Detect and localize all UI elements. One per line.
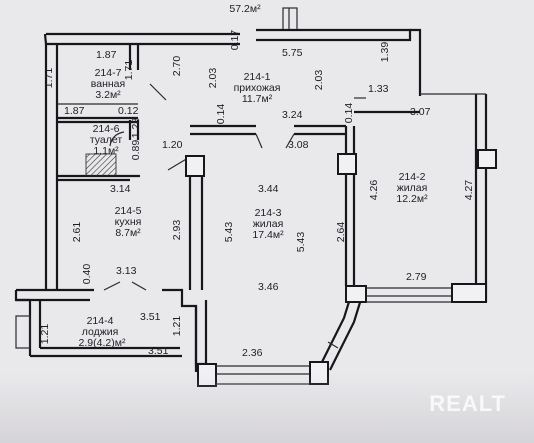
dim-label: 2.61 [71,222,83,243]
room-number: 214-2 [399,171,426,183]
room-area: 12.2м² [396,193,428,205]
bay-walls [194,283,487,387]
dim-label: 2.70 [171,56,183,77]
room-214-2: 214-2 жилая 12.2м² [396,171,428,205]
dim-label: 5.75 [282,47,303,59]
photo-shade [0,373,534,443]
room-name: жилая [253,218,284,230]
dim-label: 2.03 [313,70,325,91]
room-214-4: 214-4 лоджия 2.9(4.2)м² [79,315,126,349]
dim-label: 0.40 [81,264,93,285]
room-area: 3.2м² [95,89,121,101]
dim-label: 0.14 [343,103,355,124]
dim-label: 1.33 [368,83,389,95]
room-area: 8.7м² [115,227,141,239]
dim-label: 4.26 [368,180,380,201]
vent-shaft [282,7,298,31]
room-area: 1.1м² [93,145,119,157]
dim-label: 1.21 [171,316,183,337]
room-name: ванная [91,78,125,90]
dim-label: 1.20 [162,139,183,151]
dim-label: 1.28 [130,118,142,139]
room-name: прихожая [234,82,281,94]
dim-label: 3.51 [140,311,161,323]
dim-label: 2.03 [207,68,219,89]
room-area: 11.7м² [242,93,273,105]
dim-label: 0.17 [229,30,241,51]
interior-walls [15,44,497,349]
room-name: кухня [115,216,142,228]
dim-label: 3.08 [288,139,309,151]
dim-label: 1.39 [379,42,391,63]
room-number: 214-3 [255,207,282,219]
dim-label: 5.43 [223,222,235,243]
room-number: 214-1 [244,71,271,83]
room-number: 214-4 [87,315,114,327]
room-214-3: 214-3 жилая 17.4м² [252,207,284,241]
vertical-dimension-labels: 1.71 1.71 2.70 0.17 2.03 2.03 1.39 0.14 … [39,30,475,345]
total-area-label: 57.2м² [229,3,261,15]
dim-label: 1.71 [43,68,55,89]
dim-label: 3.46 [258,281,279,293]
room-214-7: 214-7 ванная 3.2м² [91,67,125,101]
dim-label: 5.43 [295,232,307,253]
room-name: лоджия [82,326,119,338]
dim-label: 2.79 [406,271,427,283]
room-214-6: 214-6 туалет 1.1м² [90,123,123,157]
room-214-1: 214-1 прихожая 11.7м² [234,71,281,105]
dimension-labels: 1.87 5.75 1.33 3.07 1.87 0.12 3.24 1.20 … [64,47,431,359]
dim-label: 1.87 [96,49,117,61]
room-name: жилая [397,182,428,194]
dim-label: 3.14 [110,183,131,195]
dim-label: 3.07 [410,106,431,118]
dim-label: 4.27 [463,180,475,201]
room-number: 214-5 [115,205,142,217]
dim-label: 1.21 [39,324,51,345]
dim-label: 3.44 [258,183,279,195]
outer-walls [14,28,488,366]
dim-label: 0.12 [118,105,139,117]
dim-label: 3.24 [282,109,303,121]
dim-label: 0.14 [215,104,227,125]
dim-label: 2.64 [335,222,347,243]
dim-label: 2.36 [242,347,263,359]
room-area: 2.9(4.2)м² [79,337,126,349]
dim-label: 1.87 [64,105,85,117]
room-name: туалет [90,134,123,146]
room-number: 214-7 [95,67,122,79]
dim-label: 0.89 [130,140,142,161]
room-area: 17.4м² [252,229,284,241]
dim-label: 1.71 [123,60,135,81]
dim-label: 3.13 [116,265,137,277]
room-214-5: 214-5 кухня 8.7м² [115,205,142,239]
dim-label: 2.93 [171,220,183,241]
dim-label: 3.51 [148,345,169,357]
watermark-logo: REALT [429,391,506,416]
room-number: 214-6 [93,123,120,135]
